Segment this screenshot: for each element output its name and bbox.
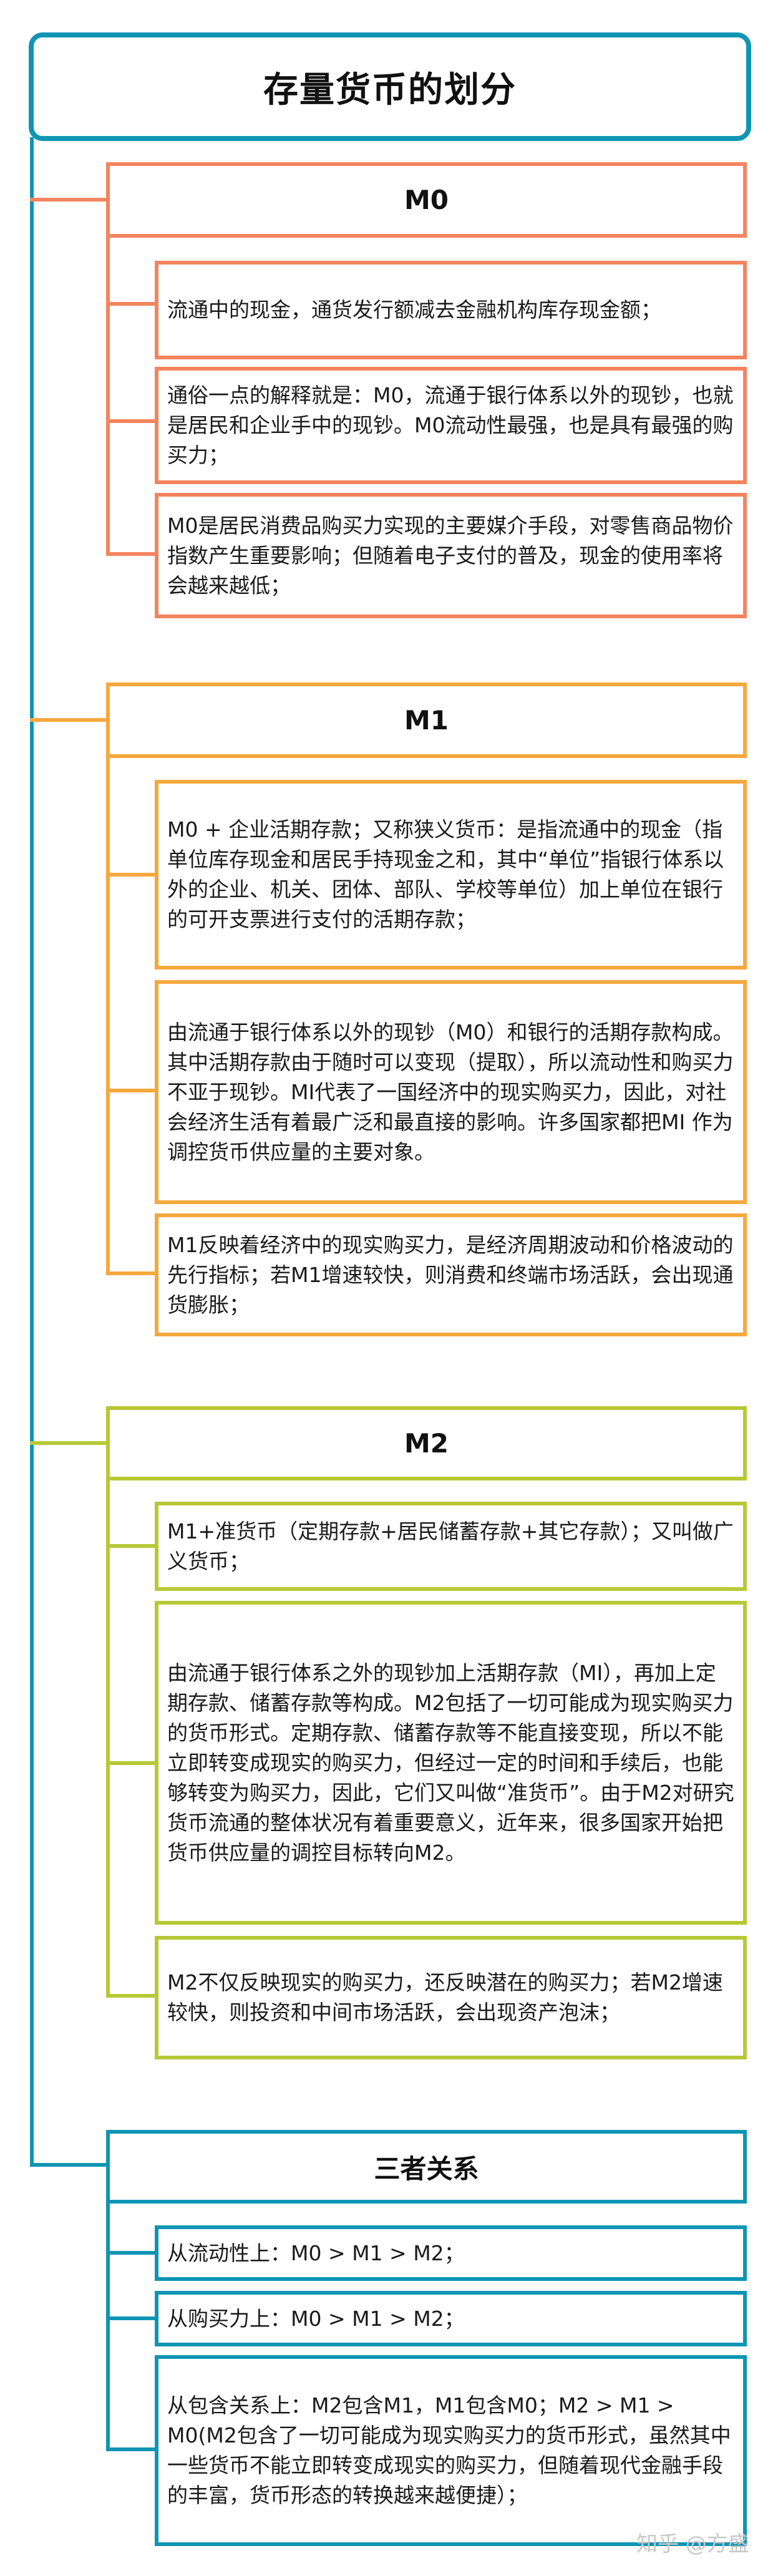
m1-item-1: M0 + 企业活期存款；又称狭义货币：是指流通中的现金（指单位库存现金和居民手持… <box>155 780 747 970</box>
m2-item-connector <box>106 1544 156 1548</box>
relation-heading-box: 三者关系 <box>106 2130 747 2204</box>
m1-item-connector <box>106 1089 156 1092</box>
trunk-line <box>30 137 34 2167</box>
m0-heading-box: M0 <box>106 162 747 238</box>
relation-item-text: 从流动性上：M0 > M1 > M2； <box>167 2240 465 2265</box>
relation-item-connector <box>106 2251 156 2255</box>
m0-item-connector <box>106 302 156 306</box>
m2-item-2: 由流通于银行体系之外的现钞加上活期存款（MI），再加上定期存款、储蓄存款等构成。… <box>155 1601 747 1925</box>
m2-item-1: M1+准货币（定期存款+居民储蓄存款+其它存款）；又叫做广义货币； <box>155 1502 747 1591</box>
relation-item-connector <box>106 2447 156 2451</box>
m1-item-text: 由流通于银行体系以外的现钞（M0）和银行的活期存款构成。其中活期存款由于随时可以… <box>167 1019 734 1164</box>
m0-item-2: 通俗一点的解释就是：M0，流通于银行体系以外的现钞，也就是居民和企业手中的现钞。… <box>155 367 747 484</box>
m2-item-connector <box>106 1761 156 1765</box>
m1-item-text: M0 + 企业活期存款；又称狭义货币：是指流通中的现金（指单位库存现金和居民手持… <box>167 817 724 931</box>
m0-item-3: M0是居民消费品购买力实现的主要媒介手段，对零售商品物价指数产生重要影响；但随着… <box>155 493 747 618</box>
relation-item-text: 从购买力上：M0 > M1 > M2； <box>167 2306 465 2331</box>
relation-item-connector <box>106 2316 156 2320</box>
relation-item-1: 从流动性上：M0 > M1 > M2； <box>155 2225 747 2281</box>
m0-item-connector <box>106 552 156 556</box>
m2-item-connector <box>106 1994 156 1998</box>
page-title: 存量货币的划分 <box>263 69 517 110</box>
m1-heading: M1 <box>404 705 449 736</box>
m0-item-text: 流通中的现金，通货发行额减去金融机构库存现金额； <box>167 298 661 322</box>
m1-item-connector <box>106 1271 156 1275</box>
m0-heading: M0 <box>404 185 449 215</box>
m2-item-text: M1+准货币（定期存款+居民储蓄存款+其它存款）；又叫做广义货币； <box>167 1519 734 1573</box>
relation-item-text: 从包含关系上：M2包含M1，M1包含M0；M2 > M1 > M0(M2包含了一… <box>167 2393 731 2507</box>
m0-connector <box>30 198 108 202</box>
m2-heading-box: M2 <box>106 1406 747 1480</box>
m1-branch-line <box>106 683 110 1275</box>
relation-connector <box>30 2163 108 2167</box>
m0-item-1: 流通中的现金，通货发行额减去金融机构库存现金额； <box>155 261 747 359</box>
m1-item-text: M1反映着经济中的现实购买力，是经济周期波动和价格波动的先行指标；若M1增速较快… <box>167 1232 734 1317</box>
m1-item-3: M1反映着经济中的现实购买力，是经济周期波动和价格波动的先行指标；若M1增速较快… <box>155 1213 747 1336</box>
m2-item-text: M2不仅反映现实的购买力，还反映潜在的购买力；若M2增速较快，则投资和中间市场活… <box>167 1970 723 2024</box>
m0-item-text: 通俗一点的解释就是：M0，流通于银行体系以外的现钞，也就是居民和企业手中的现钞。… <box>167 383 734 467</box>
relation-item-3: 从包含关系上：M2包含M1，M1包含M0；M2 > M1 > M0(M2包含了一… <box>155 2355 747 2546</box>
m0-item-connector <box>106 419 156 423</box>
m1-heading-box: M1 <box>106 683 747 758</box>
watermark: 知乎 @方盛 <box>636 2532 749 2557</box>
m1-item-2: 由流通于银行体系以外的现钞（M0）和银行的活期存款构成。其中活期存款由于随时可以… <box>155 980 747 1204</box>
m0-item-text: M0是居民消费品购买力实现的主要媒介手段，对零售商品物价指数产生重要影响；但随着… <box>167 513 734 598</box>
m2-item-3: M2不仅反映现实的购买力，还反映潜在的购买力；若M2增速较快，则投资和中间市场活… <box>155 1936 747 2059</box>
m2-item-text: 由流通于银行体系之外的现钞加上活期存款（MI），再加上定期存款、储蓄存款等构成。… <box>167 1660 734 1865</box>
title-box: 存量货币的划分 <box>29 32 751 141</box>
m2-branch-line <box>106 1406 110 1998</box>
m2-connector <box>30 1441 108 1445</box>
m1-item-connector <box>106 873 156 877</box>
relation-branch-line <box>106 2130 110 2451</box>
relation-item-2: 从购买力上：M0 > M1 > M2； <box>155 2291 747 2346</box>
m0-branch-line <box>106 162 110 556</box>
m1-connector <box>30 718 108 722</box>
relation-heading: 三者关系 <box>374 2153 479 2184</box>
m2-heading: M2 <box>404 1428 449 1459</box>
